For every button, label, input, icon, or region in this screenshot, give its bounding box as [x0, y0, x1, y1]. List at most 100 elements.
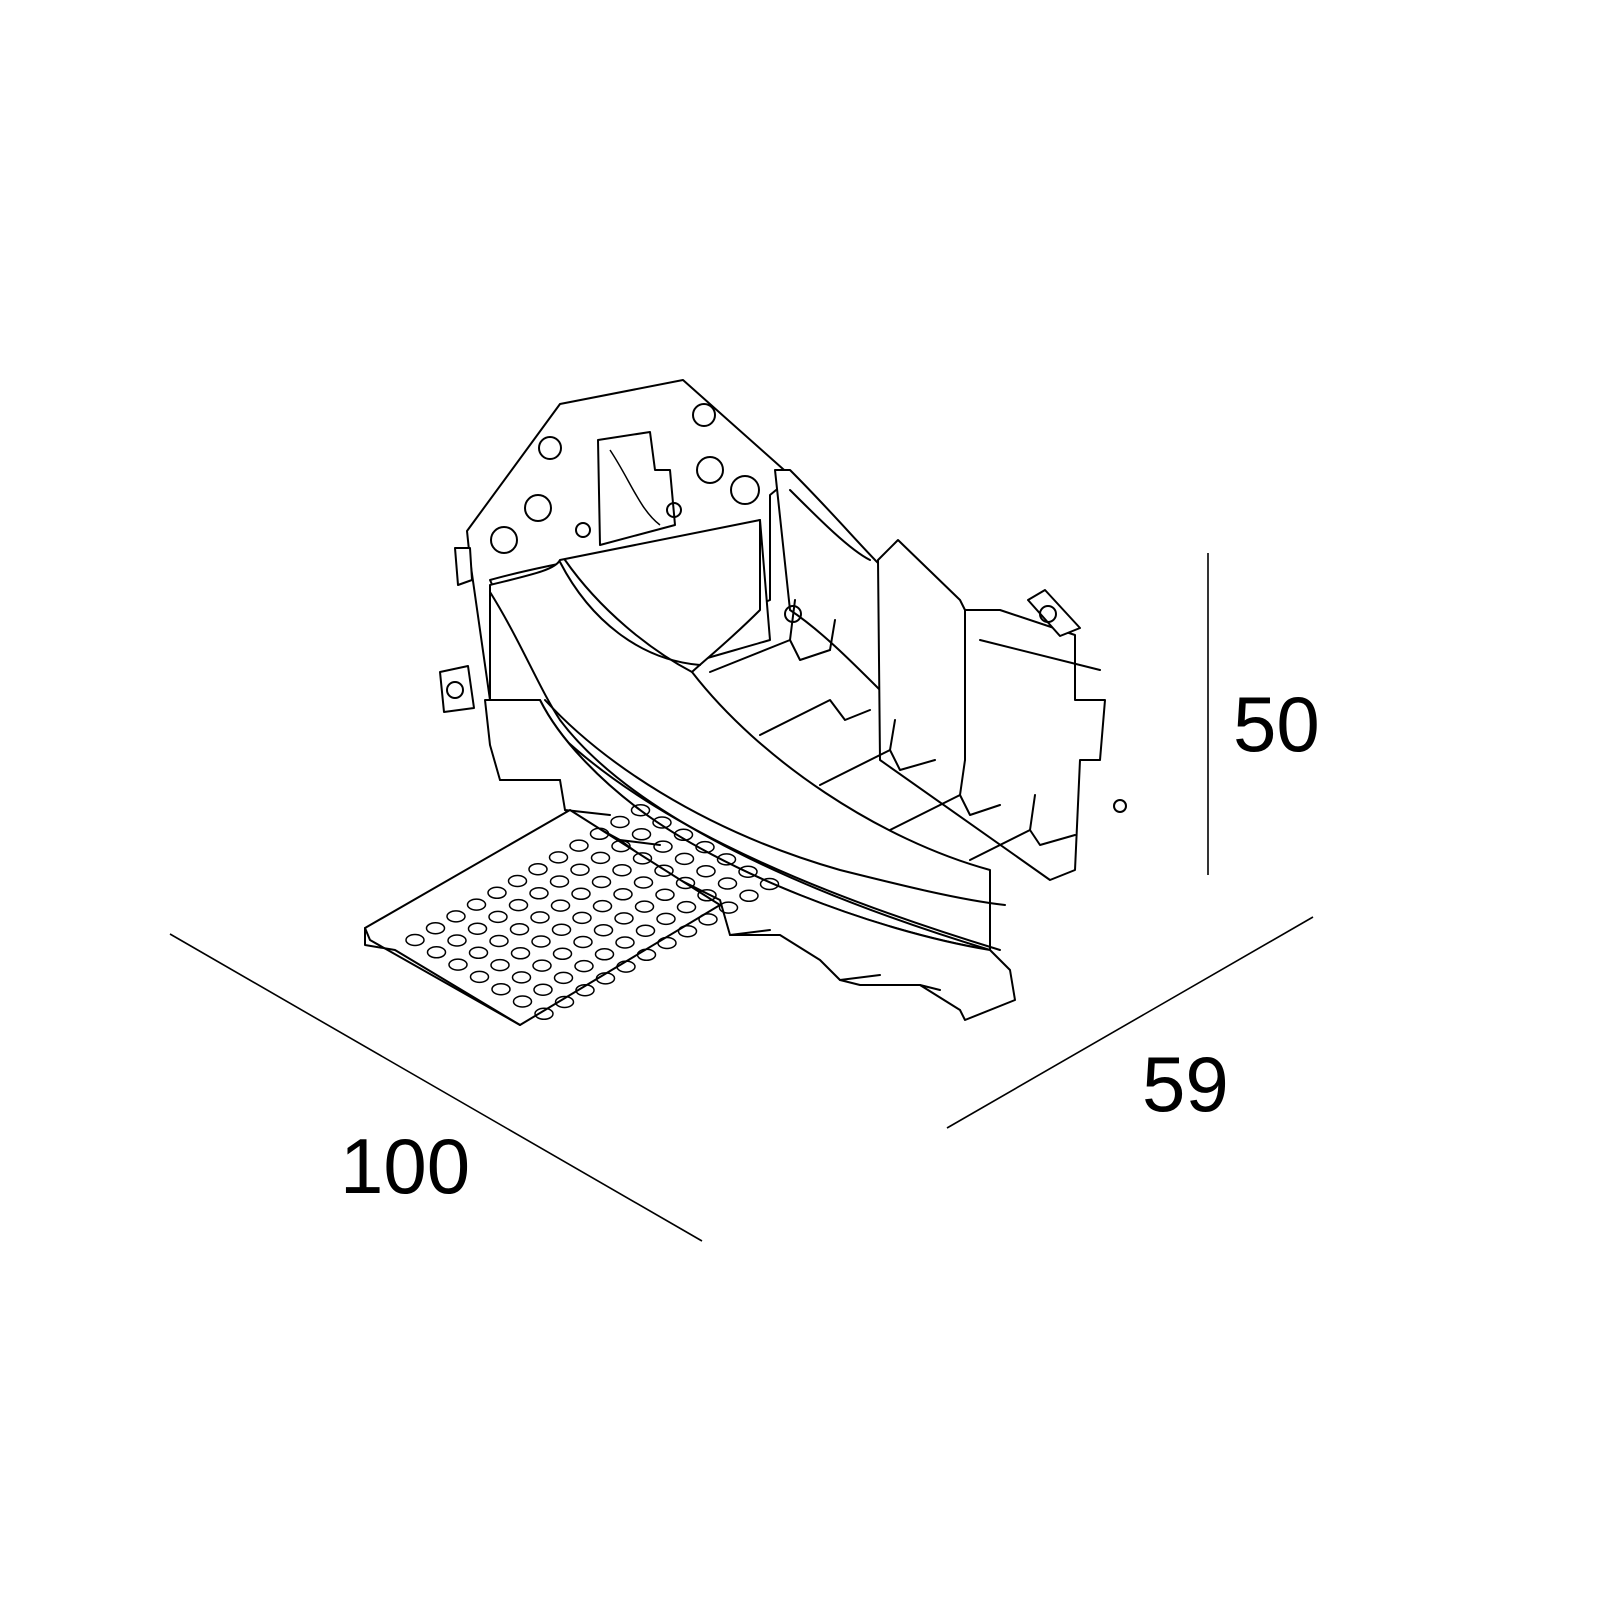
perforation-hole: [613, 888, 633, 901]
perforated-plate: [364, 809, 721, 1026]
perforation-hole: [550, 899, 571, 912]
inner-curve-2: [559, 561, 701, 666]
perforation-hole: [696, 864, 716, 878]
perforation-hole: [633, 876, 654, 889]
right-housing: [877, 539, 1106, 881]
perforation-hole: [614, 912, 634, 925]
perforation-hole: [635, 924, 656, 937]
product-outline: [364, 379, 1127, 1026]
bracket-hole-7: [784, 605, 802, 623]
perforation-hole: [554, 995, 575, 1009]
perforation-hole: [509, 922, 530, 936]
perforation-hole: [655, 888, 675, 902]
perforation-hole: [717, 877, 738, 890]
perforation-hole: [405, 933, 425, 947]
perforation-hole: [491, 982, 511, 996]
channel-step-verticals: [789, 599, 1036, 831]
perforation-hole: [512, 995, 533, 1008]
perforation-hole: [739, 889, 759, 903]
perforation-hole: [489, 934, 509, 948]
perforation-hole: [548, 851, 569, 864]
bracket-hole-4: [692, 403, 716, 427]
perforation-holes: [405, 803, 780, 1021]
perforation-hole: [716, 853, 737, 866]
end-cap-screw: [1113, 799, 1127, 813]
perforation-hole: [467, 922, 488, 935]
perforation-hole: [595, 972, 616, 985]
perforation-hole: [448, 958, 468, 971]
bracket-hole-8: [666, 502, 682, 518]
perforation-hole: [738, 865, 758, 878]
perforation-hole: [654, 864, 674, 877]
end-cap-hole: [1039, 605, 1057, 623]
perforation-hole: [593, 923, 614, 937]
perforation-hole: [425, 921, 446, 935]
perforation-hole: [508, 898, 529, 912]
perforation-hole: [591, 875, 612, 889]
perforation-hole: [447, 934, 467, 947]
length-dimension-line: [169, 933, 703, 1242]
perforation-hole: [657, 936, 677, 950]
perforation-hole: [676, 900, 697, 914]
perforation-hole: [426, 946, 447, 959]
perforation-hole: [674, 852, 695, 866]
perforation-hole: [718, 901, 739, 914]
perforation-hole: [592, 899, 613, 913]
perforation-hole: [656, 912, 676, 926]
perforation-hole: [571, 887, 591, 901]
perforation-hole: [697, 889, 717, 902]
perforation-hole: [553, 971, 574, 985]
bracket-holes: [490, 403, 802, 623]
perforation-hole: [612, 863, 632, 877]
perforation-hole: [446, 910, 466, 923]
perforation-hole: [610, 815, 630, 829]
perforation-hole: [630, 803, 651, 817]
perforation-hole: [532, 959, 552, 972]
perforation-hole: [572, 911, 592, 925]
perforation-hole: [759, 877, 780, 891]
rear-curved-band: [774, 469, 881, 691]
perforation-hole: [590, 851, 611, 865]
perforation-hole: [531, 935, 551, 948]
bracket-hole-2: [524, 494, 552, 522]
perforation-hole: [511, 971, 532, 984]
rear-rib-shade: [609, 449, 661, 526]
perforation-hole: [529, 887, 549, 900]
perforation-hole: [631, 828, 652, 841]
perforation-hole: [488, 910, 508, 924]
perforation-hole: [570, 863, 590, 876]
depth-dimension-line: [946, 916, 1314, 1129]
dimensions: 100 59 50: [169, 553, 1320, 1242]
rear-curved-band-detail: [789, 489, 871, 561]
perforation-hole: [695, 840, 715, 854]
right-end-cap: [1027, 589, 1081, 637]
perforation-hole: [677, 924, 698, 938]
perforation-hole: [466, 898, 487, 911]
right-housing-inner: [964, 609, 1101, 761]
left-flange-bottom: [439, 665, 475, 713]
bracket-hole-3: [490, 526, 518, 554]
inner-curve-3: [564, 559, 693, 673]
perforation-hole: [594, 948, 615, 961]
bracket-hole-1: [538, 436, 562, 460]
height-label: 50: [1233, 680, 1320, 768]
perforation-hole: [469, 970, 490, 984]
flange-screw-hole: [446, 681, 464, 699]
perforation-hole: [569, 839, 589, 852]
perforation-hole: [530, 911, 550, 924]
perforation-hole: [634, 900, 655, 913]
length-label: 100: [340, 1122, 470, 1210]
perforation-hole: [533, 983, 553, 996]
bracket-hole-9: [575, 522, 591, 538]
lower-body-ribs: [499, 779, 941, 991]
perforation-hole: [575, 983, 595, 997]
perforation-hole: [549, 875, 570, 888]
perforation-hole: [468, 946, 489, 960]
perforation-hole: [673, 828, 694, 842]
perforation-hole: [675, 876, 696, 890]
perforation-hole: [490, 958, 510, 972]
inner-curve-5: [559, 734, 1001, 951]
perforation-hole: [632, 852, 653, 865]
perforation-hole: [611, 839, 631, 853]
